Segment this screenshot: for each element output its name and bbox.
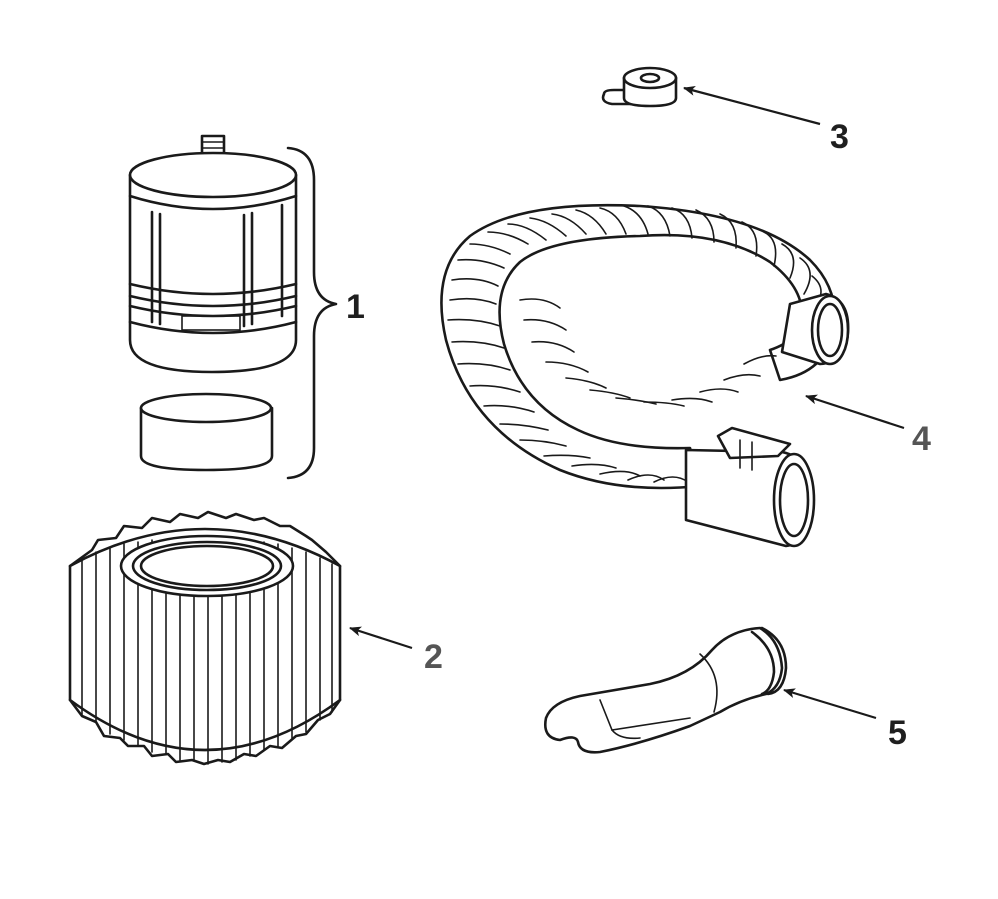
callout-5: 5	[888, 714, 907, 752]
flexible-hose-icon	[440, 203, 850, 548]
callout-2: 2	[424, 638, 443, 676]
leader-line-5	[783, 688, 877, 720]
callout-3: 3	[830, 118, 849, 156]
crevice-tool-icon	[544, 626, 788, 754]
leader-line-4	[805, 394, 905, 430]
callout-1: 1	[346, 288, 365, 326]
callout-4: 4	[912, 420, 931, 458]
filter-nut-icon	[601, 66, 678, 108]
cartridge-filter-assembly-icon	[128, 134, 298, 472]
group-brace	[286, 146, 338, 480]
pleated-filter-icon	[68, 510, 342, 766]
leader-line-2	[349, 626, 413, 650]
leader-line-3	[683, 85, 821, 126]
